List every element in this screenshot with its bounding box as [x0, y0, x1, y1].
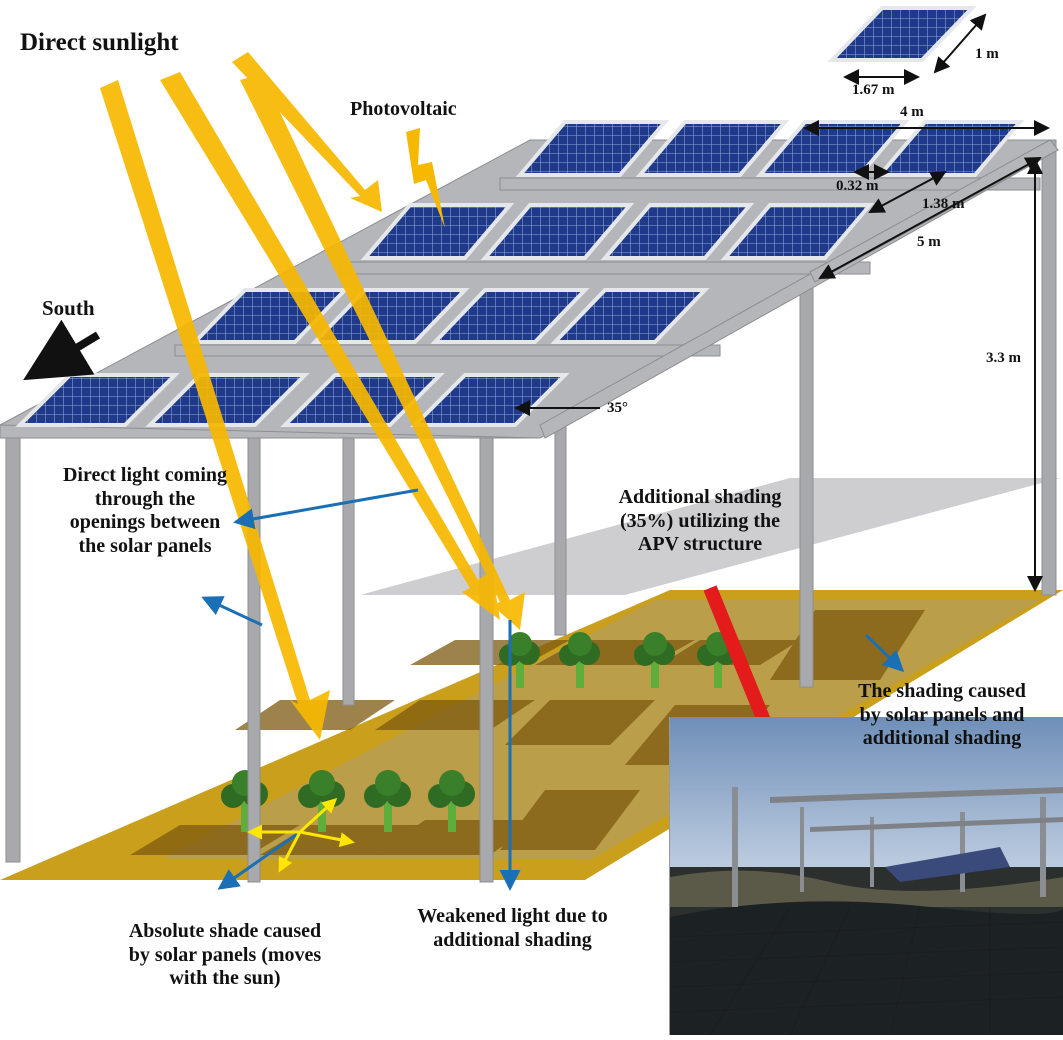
absolute-shade-line-3: with the sun) — [169, 967, 281, 990]
additional-shading-line-2: (35%) utilizing the — [620, 509, 780, 532]
direct-light-openings-line-3: openings between — [69, 511, 221, 534]
shading-caused-line-3: additional shading — [862, 727, 1022, 750]
absolute-shade-line-2: by solar panels (moves — [128, 943, 322, 966]
south-label: South — [42, 296, 95, 320]
direct-light-openings-label: Direct light coming through the openings… — [25, 464, 265, 558]
shading-caused-label: The shading caused by solar panels and a… — [826, 680, 1058, 751]
tilt-angle-label: 35° — [607, 400, 628, 416]
absolute-shade-line-1: Absolute shade caused — [128, 920, 322, 942]
shading-caused-line-1: The shading caused — [858, 680, 1026, 702]
absolute-shade-label: Absolute shade caused by solar panels (m… — [80, 920, 370, 991]
weakened-light-line-2: additional shading — [433, 928, 592, 951]
additional-shading-label: Additional shading (35%) utilizing the A… — [585, 486, 815, 557]
support-posts — [5, 139, 1057, 883]
height-label: 3.3 m — [986, 350, 1021, 366]
shading-caused-line-2: by solar panels and — [859, 703, 1025, 726]
shade-net-upper — [360, 478, 1060, 595]
panel-gap-label: 0.32 m — [836, 178, 879, 194]
sun-movement-arrows — [247, 797, 355, 873]
weakened-light-label: Weakened light due to additional shading — [400, 905, 625, 952]
panel-depth-label: 1 m — [975, 46, 999, 62]
weakened-light-line-1: Weakened light due to — [417, 905, 608, 927]
photovoltaic-bolt — [406, 128, 445, 228]
row-spacing-label: 1.38 m — [922, 196, 965, 212]
photovoltaic-label: Photovoltaic — [350, 98, 457, 120]
field-photo-scene — [670, 717, 1063, 1035]
additional-shading-line-1: Additional shading — [618, 486, 782, 508]
structure-width-label: 4 m — [900, 104, 924, 120]
dimension-lines — [514, 13, 1050, 592]
structure-length-label: 5 m — [917, 234, 941, 250]
direct-light-openings-line-1: Direct light coming — [62, 464, 228, 486]
south-arrow — [23, 319, 101, 381]
sunlight-beams — [100, 52, 525, 740]
direct-light-openings-line-2: through the — [94, 487, 196, 510]
direct-light-openings-line-4: the solar panels — [78, 534, 212, 557]
callout-lines — [201, 488, 905, 891]
panel-width-label: 1.67 m — [852, 82, 895, 98]
direct-sunlight-label: Direct sunlight — [20, 29, 179, 56]
field-photo — [669, 717, 1063, 1035]
additional-shading-line-3: APV structure — [637, 533, 763, 556]
